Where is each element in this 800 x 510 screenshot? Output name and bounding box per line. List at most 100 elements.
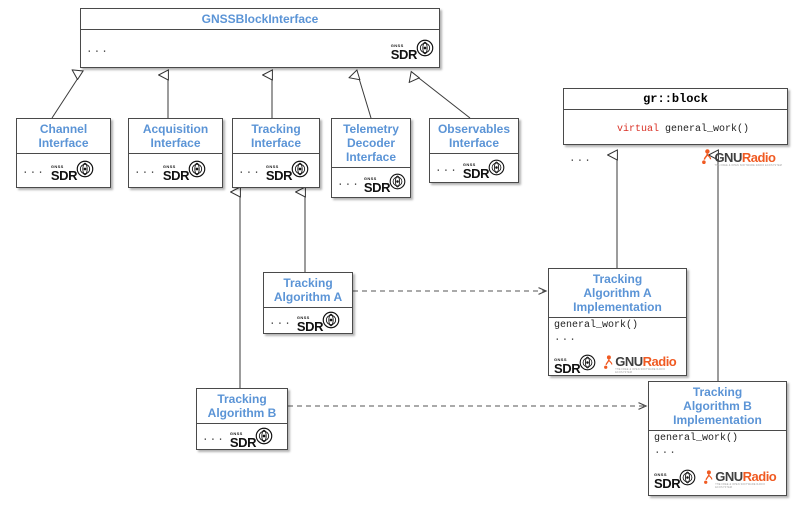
gnss-sdr-logo-top: GNSS bbox=[654, 472, 667, 477]
gnuradio-logo-gnu: GNU bbox=[715, 469, 743, 485]
gnss-sdr-logo: GNSS SDR bbox=[654, 469, 696, 490]
body-ellipsis: ... bbox=[654, 445, 677, 457]
class-title-tracking-algorithm-a-implementation: Tracking Algorithm A Implementation bbox=[549, 269, 686, 318]
class-box-tracking-interface[interactable]: Tracking Interface ... GNSS SDR bbox=[232, 118, 320, 188]
body-ellipsis: ... bbox=[269, 316, 292, 328]
gnss-sdr-logo: GNSS SDR bbox=[554, 354, 596, 375]
satellite-orbit-icon bbox=[291, 160, 309, 182]
class-title-acquisition-interface: Acquisition Interface bbox=[129, 119, 222, 154]
body-ellipsis: ... bbox=[569, 153, 592, 165]
gnss-sdr-logo-top: GNSS bbox=[296, 315, 310, 320]
body-ellipsis: ... bbox=[134, 165, 157, 177]
body-ellipsis: ... bbox=[202, 432, 225, 444]
body-ellipsis: ... bbox=[86, 44, 109, 56]
gnuradio-logo: GNURadio THE FREE & OPEN SOFTWARE RADIO … bbox=[702, 149, 782, 169]
gnss-sdr-logo: GNSS SDR bbox=[51, 160, 94, 182]
class-title-tracking-algorithm-b-implementation: Tracking Algorithm B Implementation bbox=[649, 382, 786, 431]
class-title-observables-interface: Observables Interface bbox=[430, 119, 518, 154]
gnss-sdr-logo-main: SDR bbox=[554, 361, 581, 376]
class-box-tracking-algorithm-b-implementation[interactable]: Tracking Algorithm B Implementation gene… bbox=[648, 381, 787, 496]
gnss-sdr-logo-main: SDR bbox=[162, 168, 190, 183]
body-ellipsis: ... bbox=[435, 163, 458, 175]
gnuradio-logo: GNURadio THE FREE & OPEN SOFTWARE RADIO … bbox=[704, 470, 781, 489]
gnss-sdr-logo: GNSS SDR bbox=[463, 159, 505, 180]
class-body-tracking-algorithm-a-implementation: general_work() ... GNSS SDR bbox=[549, 318, 686, 376]
keyword-virtual: virtual bbox=[617, 124, 660, 135]
gnuradio-mark-icon bbox=[704, 470, 714, 489]
class-body-acquisition-interface: ... GNSS SDR bbox=[129, 154, 222, 188]
class-body-tracking-algorithm-b: ... GNSS SDR bbox=[197, 424, 287, 452]
gnss-sdr-logo: GNSS SDR bbox=[266, 160, 309, 182]
gnuradio-logo-tagline: THE FREE & OPEN SOFTWARE RADIO ECOSYSTEM bbox=[714, 163, 782, 167]
class-title-channel-interface: Channel Interface bbox=[17, 119, 110, 154]
gnuradio-logo: GNURadio THE FREE & OPEN SOFTWARE RADIO … bbox=[604, 355, 681, 374]
class-body-gnssblockinterface: ... GNSS SDR bbox=[81, 30, 439, 70]
class-box-observables-interface[interactable]: Observables Interface ... GNSS SDR bbox=[429, 118, 519, 183]
gnss-sdr-logo-main: SDR bbox=[265, 168, 293, 183]
gnuradio-mark-icon bbox=[702, 149, 713, 169]
class-box-gnssblockinterface[interactable]: GNSSBlockInterface ... GNSS SDR bbox=[80, 8, 440, 68]
class-box-channel-interface[interactable]: Channel Interface ... GNSS SDR bbox=[16, 118, 111, 188]
class-box-gr-block[interactable]: gr::block virtual general_work() ... bbox=[563, 88, 788, 167]
gnuradio-logo-tagline: THE FREE & OPEN SOFTWARE RADIO ECOSYSTEM bbox=[615, 368, 666, 374]
class-title-telemetry-decoder-interface: Telemetry Decoder Interface bbox=[332, 119, 410, 168]
connector-channel-interface bbox=[51, 75, 80, 119]
connector-telemetry-decoder-interface bbox=[358, 75, 372, 119]
gnss-sdr-logo-top: GNSS bbox=[162, 164, 176, 169]
logo-row: GNSS SDR bbox=[654, 469, 781, 490]
gnss-sdr-logo-main: SDR bbox=[390, 47, 418, 62]
gnss-sdr-logo-main: SDR bbox=[50, 168, 78, 183]
method-name: general_work() bbox=[659, 124, 750, 135]
logo-row: GNSS SDR bbox=[554, 354, 681, 375]
class-body-tracking-interface: ... GNSS SDR bbox=[233, 154, 319, 188]
gnss-sdr-logo-top: GNSS bbox=[229, 431, 243, 436]
gnss-sdr-logo: GNSS SDR bbox=[364, 173, 406, 194]
gnss-sdr-logo-main: SDR bbox=[296, 319, 324, 334]
gnss-sdr-logo-main: SDR bbox=[229, 435, 257, 450]
satellite-orbit-icon bbox=[488, 159, 505, 180]
gnss-sdr-logo: GNSS SDR bbox=[163, 160, 206, 182]
satellite-orbit-icon bbox=[76, 160, 94, 182]
connector-observables-interface bbox=[415, 75, 471, 119]
class-title-tracking-algorithm-a: Tracking Algorithm A bbox=[264, 273, 352, 308]
class-box-tracking-algorithm-a[interactable]: Tracking Algorithm A ... GNSS SDR bbox=[263, 272, 353, 334]
gnuradio-logo-gnu: GNU bbox=[714, 149, 742, 165]
method-signature-general-work: virtual general_work() bbox=[569, 112, 782, 148]
satellite-orbit-icon bbox=[416, 39, 434, 61]
satellite-orbit-icon bbox=[679, 469, 696, 490]
body-ellipsis: ... bbox=[554, 332, 577, 344]
class-box-acquisition-interface[interactable]: Acquisition Interface ... GNSS SDR bbox=[128, 118, 223, 188]
gnuradio-logo-gnu: GNU bbox=[615, 354, 643, 370]
class-title-gr-block: gr::block bbox=[564, 89, 787, 110]
gnuradio-logo-tagline: THE FREE & OPEN SOFTWARE RADIO ECOSYSTEM bbox=[715, 483, 766, 489]
body-ellipsis: ... bbox=[22, 165, 45, 177]
satellite-orbit-icon bbox=[188, 160, 206, 182]
class-box-tracking-algorithm-b[interactable]: Tracking Algorithm B ... GNSS SDR bbox=[196, 388, 288, 450]
class-box-tracking-algorithm-a-implementation[interactable]: Tracking Algorithm A Implementation gene… bbox=[548, 268, 687, 376]
gnss-sdr-logo-main: SDR bbox=[462, 165, 490, 181]
gnss-sdr-logo-top: GNSS bbox=[363, 175, 377, 181]
satellite-orbit-icon bbox=[255, 427, 273, 449]
method-signature-general-work: general_work() bbox=[554, 320, 639, 331]
gnss-sdr-logo-top: GNSS bbox=[462, 161, 476, 167]
gnss-sdr-logo-main: SDR bbox=[363, 179, 391, 195]
class-title-gnssblockinterface: GNSSBlockInterface bbox=[81, 9, 439, 30]
class-title-tracking-algorithm-b: Tracking Algorithm B bbox=[197, 389, 287, 424]
body-ellipsis: ... bbox=[337, 177, 360, 189]
satellite-orbit-icon bbox=[579, 354, 596, 375]
class-body-observables-interface: ... GNSS SDR bbox=[430, 154, 518, 184]
class-body-channel-interface: ... GNSS SDR bbox=[17, 154, 110, 188]
satellite-orbit-icon bbox=[389, 173, 406, 194]
class-body-tracking-algorithm-a: ... GNSS SDR bbox=[264, 308, 352, 336]
satellite-orbit-icon bbox=[322, 311, 340, 333]
class-body-gr-block: virtual general_work() ... bbox=[564, 110, 787, 167]
gnss-sdr-logo: GNSS SDR bbox=[230, 427, 273, 449]
class-box-telemetry-decoder-interface[interactable]: Telemetry Decoder Interface ... GNSS SDR bbox=[331, 118, 411, 198]
gnss-sdr-logo-top: GNSS bbox=[554, 357, 567, 362]
gnuradio-logo-radio: Radio bbox=[742, 469, 777, 485]
method-signature-general-work: general_work() bbox=[654, 433, 739, 444]
gnss-sdr-logo-top: GNSS bbox=[265, 164, 279, 169]
gnuradio-mark-icon bbox=[604, 355, 614, 374]
